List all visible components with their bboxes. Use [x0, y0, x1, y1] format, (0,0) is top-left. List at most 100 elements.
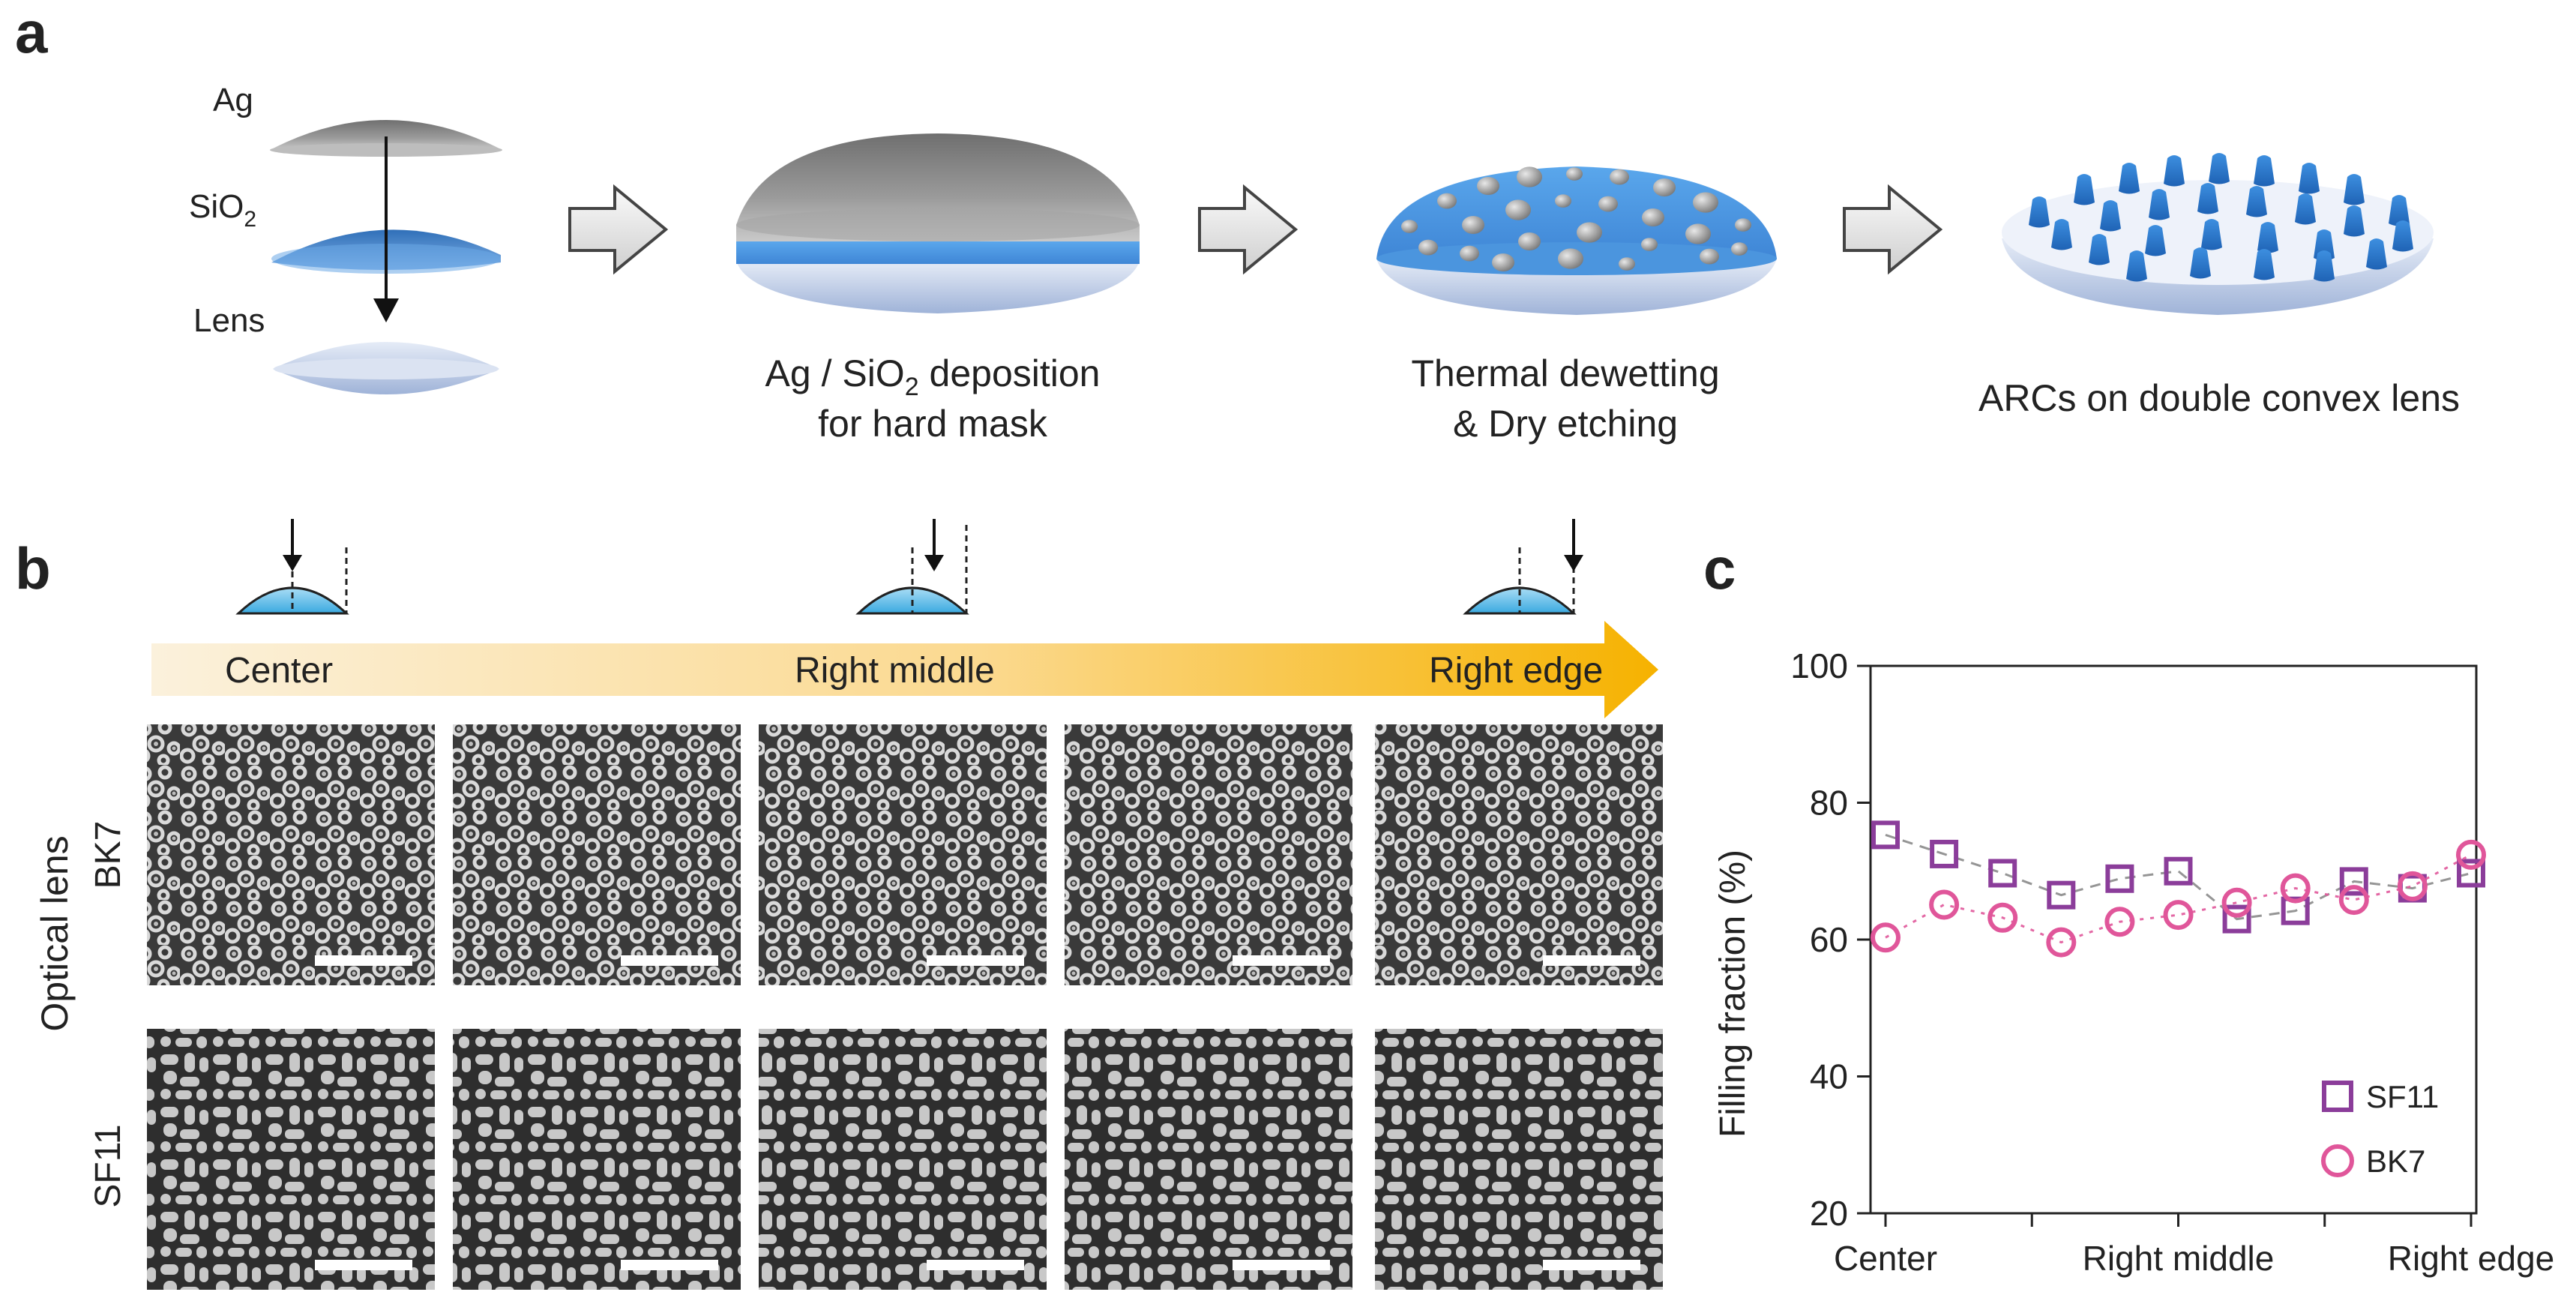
y-tick-label: 60: [1810, 920, 1848, 959]
silver-particle: [1619, 257, 1635, 271]
row-label-sf11: SF11: [88, 1124, 128, 1207]
panel-a-letter: a: [15, 0, 48, 65]
chart-frame: [1869, 664, 2478, 1215]
silver-particle: [1693, 192, 1718, 213]
position-label-center: Center: [225, 651, 333, 691]
data-point-sf11: [2457, 859, 2485, 888]
nanocone: [2392, 220, 2413, 252]
sem-image-bk7: [453, 724, 741, 985]
data-point-bk7: [2280, 873, 2311, 904]
data-point-sf11: [1988, 859, 2017, 888]
nanocone: [2149, 189, 2170, 220]
deposition-caption-b: deposition: [919, 352, 1101, 394]
scale-bar: [621, 955, 718, 966]
scale-bar: [1233, 1260, 1330, 1270]
nanocone: [2254, 155, 2275, 187]
dewetting-caption-line1: Thermal dewetting: [1411, 352, 1719, 394]
sio2-layer-label: SiO2: [189, 188, 256, 232]
sem-image-sf11: [147, 1029, 435, 1290]
silver-particle: [1460, 245, 1479, 262]
silver-particle: [1462, 216, 1484, 234]
position-indicator-center: [235, 519, 349, 615]
optical-lens-label: Optical lens: [34, 835, 76, 1031]
silver-particle: [1642, 208, 1664, 226]
sem-image-bk7: [147, 724, 435, 985]
scale-bar: [927, 1260, 1024, 1270]
panel-c-letter: c: [1703, 535, 1736, 601]
nanocone: [2029, 196, 2050, 228]
nanocone: [2190, 247, 2211, 279]
scale-bar: [315, 955, 412, 966]
data-point-bk7: [2046, 927, 2077, 958]
silver-particle: [1555, 194, 1571, 208]
silver-particle: [1437, 193, 1457, 209]
data-point-sf11: [2047, 880, 2076, 910]
sio2-label-subscript: 2: [244, 207, 256, 232]
nanocone: [2389, 195, 2410, 226]
lens-label: Lens: [193, 302, 265, 339]
dewetting-caption-line2: & Dry etching: [1453, 403, 1678, 445]
sem-image-bk7: [1065, 724, 1352, 985]
series-line-sf11: [1885, 833, 2472, 921]
silver-particle: [1505, 199, 1531, 220]
y-tick-label: 80: [1810, 784, 1848, 823]
nanocone: [2089, 234, 2110, 265]
nanocone: [2197, 183, 2218, 214]
nanocone: [2246, 186, 2267, 217]
silver-particle: [1566, 167, 1583, 181]
deposition-caption-line1: Ag / SiO2 deposition: [765, 352, 1101, 401]
panel-b-letter: b: [15, 535, 51, 601]
silver-particle: [1735, 218, 1751, 232]
y-tick-label: 40: [1810, 1057, 1848, 1096]
x-tick-label: Right middle: [2083, 1239, 2275, 1278]
nanocone: [2074, 174, 2095, 205]
data-point-bk7: [2163, 900, 2194, 931]
nanocone: [2119, 163, 2140, 194]
data-point-bk7: [1987, 902, 2018, 933]
sem-image-sf11: [453, 1029, 741, 1290]
data-point-sf11: [2339, 867, 2368, 896]
deposition-lens: [736, 133, 1140, 313]
nanocone: [2051, 219, 2072, 250]
deposition-caption-line2: for hard mask: [818, 403, 1048, 445]
sem-image-grid: [147, 724, 1663, 1290]
dewetted-lens: [1376, 166, 1777, 315]
y-tick-label: 20: [1810, 1194, 1848, 1233]
scale-bar: [1543, 1260, 1640, 1270]
row-label-bk7: BK7: [88, 821, 128, 889]
scale-bar: [1543, 955, 1640, 966]
process-arrow-2: [1198, 184, 1298, 275]
deposition-caption-a: Ag / SiO: [765, 352, 905, 394]
legend-label-bk7: BK7: [2366, 1144, 2425, 1179]
deposition-caption-sub: 2: [905, 373, 919, 401]
position-label-middle: Right middle: [795, 651, 995, 691]
legend-marker-sf11: [2322, 1081, 2353, 1112]
legend-label-sf11: SF11: [2366, 1079, 2439, 1114]
data-point-sf11: [1930, 839, 1959, 868]
silver-particle: [1477, 177, 1499, 195]
silver-particle: [1641, 238, 1658, 251]
process-arrow-1: [568, 184, 669, 275]
nanocone: [2254, 249, 2275, 280]
exploded-lens-stack: Ag SiO2 Lens: [189, 82, 502, 394]
legend-marker-bk7: [2321, 1144, 2354, 1177]
nanocone: [2366, 238, 2387, 270]
silver-particle: [1685, 223, 1711, 244]
nanocone: [2257, 222, 2278, 253]
arc-nanocones: [2029, 153, 2413, 282]
nanocone: [2145, 225, 2166, 256]
silver-particle: [1401, 220, 1418, 233]
arc-caption: ARCs on double convex lens: [1978, 377, 2460, 419]
series-line-bk7: [1885, 853, 2472, 944]
nanocone: [2100, 200, 2121, 232]
silver-particle: [1653, 178, 1676, 196]
x-tick-label: Right edge: [2388, 1239, 2555, 1278]
data-point-bk7: [2221, 887, 2252, 918]
data-point-sf11: [2222, 904, 2251, 934]
nanocone: [2299, 163, 2320, 194]
x-tick-label: Center: [1834, 1239, 1937, 1278]
data-point-sf11: [2105, 864, 2134, 893]
position-label-edge: Right edge: [1429, 651, 1603, 691]
